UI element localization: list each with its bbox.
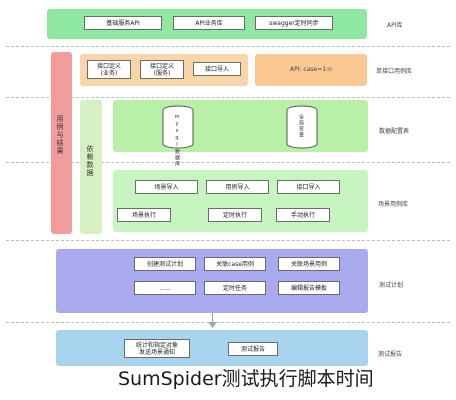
plan-more: ...... xyxy=(134,281,196,295)
scene-import: 场景导入 xyxy=(135,180,198,194)
results-bar-label: 用例与结果 xyxy=(56,115,64,155)
interface-import-scene: 接口导入 xyxy=(277,180,340,194)
test-plan-layer-label: 测试计划 xyxy=(379,282,404,289)
dependency-bar-label: 依赖数据 xyxy=(86,145,94,177)
data-config-layer xyxy=(113,100,368,152)
scheduled-execute: 定时执行 xyxy=(208,208,262,222)
scene-execute: 场景执行 xyxy=(117,208,171,222)
link-case-cases: 关联case用例 xyxy=(204,257,266,271)
interface-def-service: 接口定义 (服务) xyxy=(140,60,184,79)
data-config-layer-label: 数据配置表 xyxy=(379,128,410,135)
mysql-database-label: mysql数据库 xyxy=(174,114,180,167)
interface-def-business: 接口定义 (业务) xyxy=(87,60,131,79)
global-variables-icon xyxy=(286,105,318,149)
separator-line xyxy=(6,97,450,98)
separator-line xyxy=(6,162,450,163)
dependency-bar xyxy=(80,100,102,234)
test-report-layer xyxy=(56,330,368,366)
separator-line xyxy=(6,240,450,241)
interface-import: 接口导入 xyxy=(193,62,241,76)
api-item-business: API业务库 xyxy=(173,16,245,30)
arrow-down-icon xyxy=(208,322,217,328)
global-variables-label: 全局变量 xyxy=(298,114,304,138)
create-test-plan: 创建测试计划 xyxy=(134,257,196,271)
scene-case-layer-label: 场景用例库 xyxy=(378,201,409,208)
plan-to-report-connector xyxy=(212,313,213,327)
mysql-database-icon xyxy=(162,105,194,149)
manual-execute: 手动执行 xyxy=(276,208,330,222)
single-case-layer-label: 单接口用例库 xyxy=(376,68,413,75)
api-layer-label: API库 xyxy=(387,22,403,29)
separator-line xyxy=(6,46,450,47)
scheduled-task: 定时任务 xyxy=(204,281,266,295)
case-import: 用例导入 xyxy=(206,180,269,194)
test-report-layer-label: 测试报告 xyxy=(378,351,403,358)
link-scene-cases: 关联场景用例 xyxy=(278,257,340,271)
notify-item: 统计和指定对象 发送场景通知 xyxy=(124,339,190,358)
separator-line xyxy=(6,322,450,323)
api-item-basic: 基础服务API xyxy=(84,16,162,30)
api-item-swagger: swagger定时同步 xyxy=(255,16,333,30)
test-report-item: 测试报告 xyxy=(228,342,278,356)
edit-report-template: 编辑报告模板 xyxy=(278,281,340,295)
results-bar xyxy=(51,52,72,234)
caption: SumSpider测试执行脚本时间 xyxy=(118,368,374,390)
api-case-ratio-box xyxy=(255,54,367,86)
api-case-ratio-label: API: case=1:n xyxy=(290,66,332,73)
